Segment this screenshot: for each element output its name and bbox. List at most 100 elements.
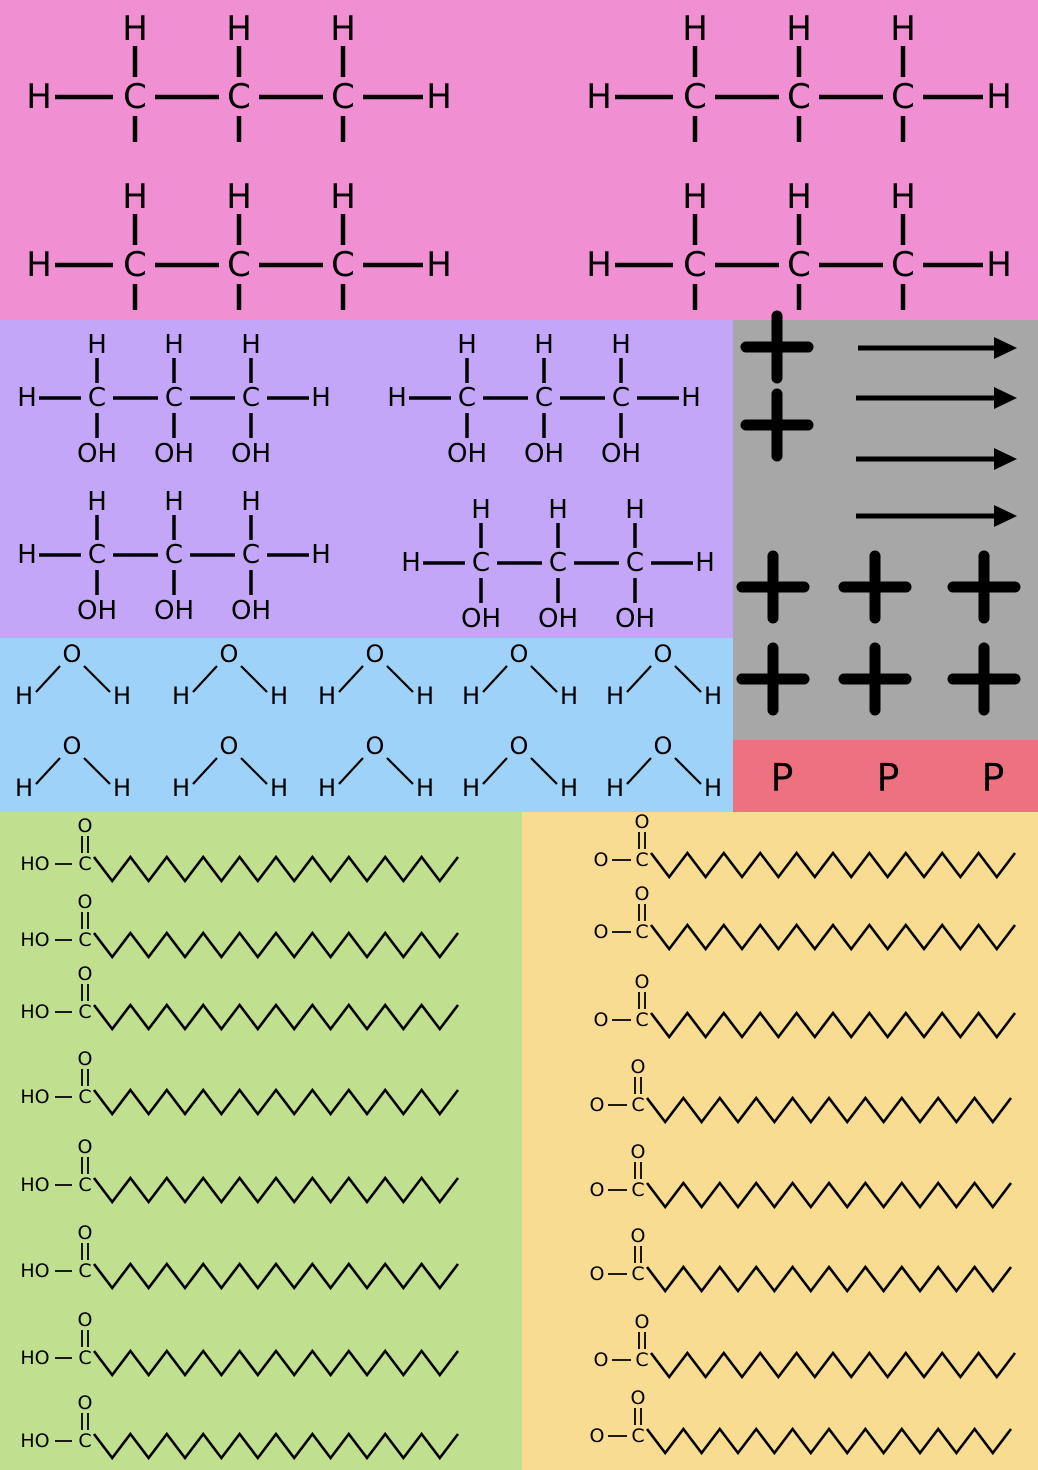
hydrogen-label: H [122,9,148,49]
hydrogen-label: H [704,682,722,710]
hydrogen-label: H [606,774,624,802]
bond-line [386,757,414,785]
oxygen-head-label: O [590,1425,605,1447]
hydroxyl-label: OH [615,604,655,634]
oxygen-label: O [635,811,650,833]
hydrogen-label: H [695,548,715,578]
hydrogen-label: H [986,245,1012,285]
oxygen-label: O [78,1048,93,1070]
oxygen-head-label: O [594,1009,609,1031]
carbon-label: C [631,1425,644,1447]
hydrocarbon-chain [649,850,1017,880]
bond-line [386,665,414,693]
arrow-right-icon [856,505,1017,527]
hydroxyl-label: OH [601,439,641,469]
hydroxyl-head-label: HO [20,853,49,875]
bond-line [338,665,364,693]
arrow-right-icon [858,337,1017,359]
hydrogen-label: H [122,177,148,217]
oxygen-label: O [510,732,529,760]
hydrogen-label: H [625,495,645,525]
bond-line [192,757,218,785]
carbon-label: C [78,929,91,951]
oxygen-head-label: O [594,921,609,943]
hydrocarbon-chain [649,1350,1017,1380]
bond-line [338,757,364,785]
hydrogen-label: H [548,495,568,525]
hydrogen-label: H [87,330,107,360]
phosphate-label: P [877,756,900,800]
hydrocarbon-chain [92,854,460,884]
carbon-label: C [891,245,915,285]
hydroxyl-label: OH [461,604,501,634]
carbon-label: C [78,1260,91,1282]
hydrogen-label: H [682,9,708,49]
oxygen-label: O [78,1309,93,1331]
hydrogen-label: H [786,177,812,217]
carbon-label: C [787,245,811,285]
hydrocarbon-chain [92,1175,460,1205]
oxygen-label: O [654,640,673,668]
hydrogen-label: H [986,77,1012,117]
hydrogen-label: H [387,383,407,413]
hydrogen-label: H [17,383,37,413]
hydrogen-label: H [586,77,612,117]
hydrogen-label: H [226,9,252,49]
hydrogen-label: H [704,774,722,802]
oxygen-label: O [631,1387,646,1409]
symbols-group [736,310,1021,716]
carbon-label: C [78,1430,91,1452]
oxygen-label: O [78,1222,93,1244]
hydrocarbon-chain [92,1002,460,1032]
fatty-acid-section [0,812,522,1470]
carbon-label: C [631,1179,644,1201]
carbon-label: C [626,548,644,578]
bond-line [35,757,61,785]
oxygen-label: O [78,1392,93,1414]
oxygen-label: O [78,891,93,913]
oxygen-label: O [366,732,385,760]
hydroxyl-label: OH [538,604,578,634]
bond-line [626,665,652,693]
carbon-label: C [123,245,147,285]
hydrocarbon-chain [645,1095,1013,1125]
hydroxyl-head-label: HO [20,1086,49,1108]
hydrocarbon-chain [92,930,460,960]
hydrogen-label: H [270,682,288,710]
carbon-label: C [549,548,567,578]
oxygen-label: O [63,732,82,760]
carbon-label: C [472,548,490,578]
hydroxyl-label: OH [231,596,271,626]
hydrogen-label: H [682,177,708,217]
carbon-label: C [165,383,183,413]
hydrogen-label: H [318,774,336,802]
bond-line [674,757,702,785]
oxygen-label: O [220,732,239,760]
carbon-label: C [227,77,251,117]
hydrogen-label: H [270,774,288,802]
hydroxyl-label: OH [77,596,117,626]
hydrocarbon-chain [92,1087,460,1117]
bond-line [192,665,218,693]
bond-line [35,665,61,693]
oxygen-label: O [631,1225,646,1247]
hydrogen-label: H [226,177,252,217]
oxygen-label: O [510,640,529,668]
hydrogen-label: H [330,177,356,217]
oxygen-label: O [631,1141,646,1163]
